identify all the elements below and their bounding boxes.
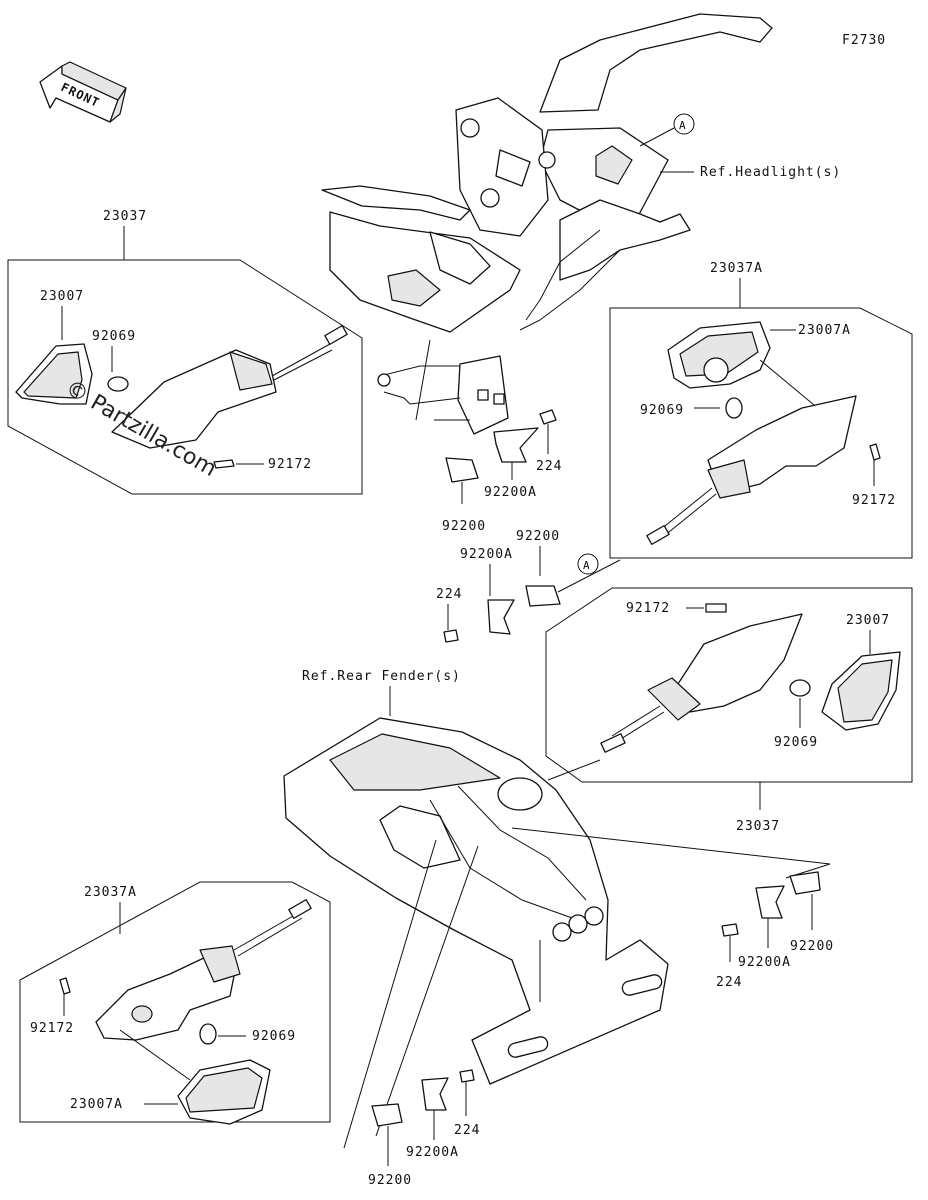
turn-signal-lens-ur [667,321,771,389]
callout-23037a-ur: 23037A [710,261,763,276]
marker-a-mid [577,553,599,575]
callout-224-center: 224 [536,459,562,474]
callout-92200-right: 92200 [790,939,834,954]
bracket-mid [487,599,515,635]
callout-92200-bottom: 92200 [368,1173,412,1188]
bracket-right [755,885,785,919]
callout-224-right: 224 [716,975,742,990]
callout-92069-lr: 92069 [774,735,818,750]
turn-signal-body-lr [600,613,803,753]
plate-center [445,457,479,483]
screw-mid [443,629,459,643]
plate-mid [525,585,561,607]
callout-92200a-bottom: 92200A [406,1145,459,1160]
callout-92069-ul: 92069 [92,329,136,344]
turn-signal-body-ul [111,325,348,449]
turn-signal-lens-lr [821,651,901,731]
bulb-lr [789,679,811,697]
plate-right [789,871,821,895]
callout-23037a-ll: 23037A [84,885,137,900]
callout-92172-ur: 92172 [852,493,896,508]
callout-92172-lr: 92172 [626,601,670,616]
figure-code: F2730 [842,33,886,48]
callout-23007a-ll: 23007A [70,1097,123,1112]
screw-lr [705,603,727,613]
screw-ll [59,977,71,995]
bracket-bottom [421,1077,449,1111]
bulb-ll [199,1023,217,1045]
screw-bottom [459,1069,475,1083]
callout-92200a-center: 92200A [484,485,537,500]
callout-92200a-mid: 92200A [460,547,513,562]
box-lower-left [19,881,331,1123]
bulb-ur [725,397,743,419]
callout-23037-ul: 23037 [103,209,147,224]
callout-92200-mid: 92200 [516,529,560,544]
plate-bottom [371,1103,403,1127]
box-lower-right [545,587,913,783]
screw-right [721,923,739,937]
turn-signal-lens-ul [15,343,93,405]
bracket-center [493,427,539,463]
callout-92172-ll: 92172 [30,1021,74,1036]
callout-92200-center: 92200 [442,519,486,534]
ref-headlight: Ref.Headlight(s) [700,165,841,180]
turn-signal-lens-ll [177,1059,271,1125]
ref-rear-fender: Ref.Rear Fender(s) [302,669,461,684]
callout-23007-lr: 23007 [846,613,890,628]
marker-a-top-label: A [679,119,687,132]
marker-a-mid-label: A [583,559,591,572]
box-upper-left [7,259,363,495]
callout-23007a-ur: 23007A [798,323,851,338]
turn-signal-body-ll [95,899,312,1041]
bulb-ul [107,376,129,392]
callout-92172-ul: 92172 [268,457,312,472]
turn-signal-body-ur [646,395,857,545]
callout-92200a-right: 92200A [738,955,791,970]
screw-center [539,409,557,425]
screw-ul [213,459,235,469]
callout-23037-lr: 23037 [736,819,780,834]
callout-92069-ll: 92069 [252,1029,296,1044]
front-arrow-icon: FRONT [39,61,127,123]
callout-224-mid: 224 [436,587,462,602]
rear-fender [283,717,669,1085]
box-upper-right [609,307,913,559]
callout-92069-ur: 92069 [640,403,684,418]
headlight-bracket [321,13,773,435]
marker-a-top [673,113,695,135]
callout-224-bottom: 224 [454,1123,480,1138]
callout-23007-ul: 23007 [40,289,84,304]
screw-ur [869,443,881,461]
